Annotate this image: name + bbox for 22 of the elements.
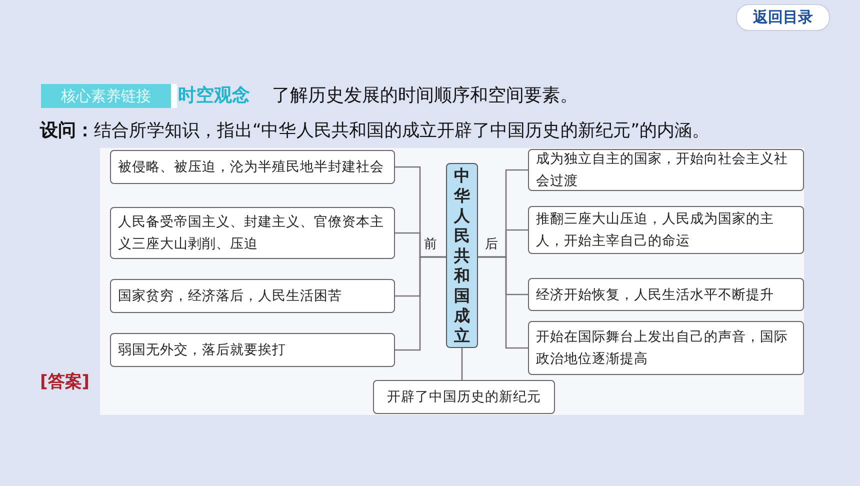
connector-line	[461, 348, 463, 380]
connector-line	[478, 256, 528, 349]
text-box: 人民备受帝国主义、封建主义、官僚资本主义三座大山剥削、压迫	[110, 207, 395, 259]
question-text: 结合所学知识，指出“中华人民共和国的成立开辟了中国历史的新纪元”的内涵。	[94, 120, 710, 142]
text-box: 经济开始恢复，人民生活水平不断提升	[528, 278, 804, 311]
text-box: 开始在国际舞台上发出自己的声音，国际政治地位逐渐提高	[528, 321, 804, 375]
question-heading: 设问：	[40, 120, 94, 142]
text-box: 被侵略、被压迫，沦为半殖民地半封建社会	[110, 150, 395, 184]
text-box: 国家贫穷，经济落后，人民生活困苦	[110, 279, 395, 313]
before-label: 前	[424, 236, 437, 253]
topic-heading: 时空观念	[178, 85, 250, 107]
after-label: 后	[485, 236, 498, 253]
connector-line	[395, 256, 446, 351]
section-badge: 核心素养链接	[41, 84, 177, 108]
answer-label: [答案]	[40, 371, 90, 393]
text-box: 弱国无外交，落后就要挨打	[110, 333, 395, 367]
objective-text: 了解历史发展的时间顺序和空间要素。	[272, 85, 578, 107]
center-box: 中华人民共和国成立	[446, 163, 478, 348]
text-box: 推翻三座大山压迫，人民成为国家的主人，开始主宰自己的命运	[528, 206, 804, 254]
result-box: 开辟了中国历史的新纪元	[373, 380, 555, 414]
back-to-contents-button: 返回目录	[736, 4, 830, 31]
text-box: 成为独立自主的国家，开始向社会主义社会过渡	[528, 149, 804, 191]
